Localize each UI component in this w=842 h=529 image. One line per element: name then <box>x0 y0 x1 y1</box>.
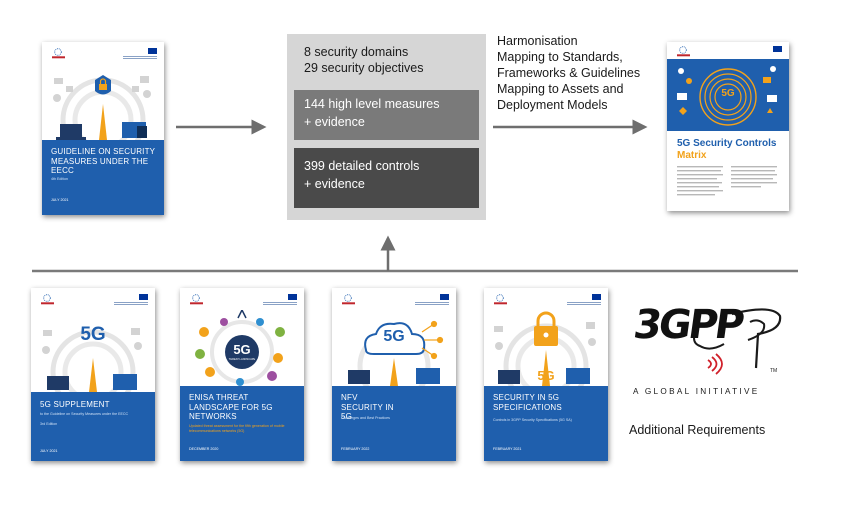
cover-5g-specifications[interactable]: 5G SECURITY IN 5G SPECIFICATIONS Control… <box>484 288 608 461</box>
cover-guideline[interactable]: GUIDELINE ON SECURITY MEASURES UNDER THE… <box>42 42 164 215</box>
enisa-logo-icon <box>494 294 507 305</box>
cover-title: 5G SUPPLEMENT <box>40 400 110 409</box>
enisa-logo-icon <box>190 294 203 305</box>
mapping-assets-text: Mapping to Assets and <box>497 82 624 96</box>
supplement-5g-badge: 5G <box>80 324 106 345</box>
eu-flag-icon <box>148 48 157 54</box>
matrix-title-highlight: Matrix <box>677 149 707 161</box>
cover-edition: 4th Edition <box>51 177 68 181</box>
cover-subtitle: Controls in 3GPP Security Specifications… <box>493 418 572 422</box>
cover-date: DECEMBER 2020 <box>189 447 219 451</box>
3gpp-tagline: A GLOBAL INITIATIVE <box>633 387 760 396</box>
harmonisation-text: Harmonisation <box>497 34 578 48</box>
detailed-controls-band: 399 detailed controls + evidence <box>294 148 479 208</box>
security-illustration <box>53 75 151 140</box>
header-text-lines <box>123 56 157 57</box>
security-measures-box: 8 security domains 29 security objective… <box>287 34 486 220</box>
enisa-logo-icon <box>52 48 65 59</box>
security-objectives-text: 29 security objectives <box>304 61 424 75</box>
high-level-measures-text: 144 high level measures <box>304 97 440 111</box>
nfv-illustration <box>348 320 444 386</box>
3gpp-logo-mark <box>693 308 782 375</box>
header-text-lines <box>415 302 449 303</box>
detailed-controls-evidence: + evidence <box>304 177 365 191</box>
additional-requirements-text: Additional Requirements <box>629 423 766 437</box>
cover-threat-landscape[interactable]: 5G THREAT LANDSCAPE ENISA THREAT LANDSCA… <box>180 288 304 461</box>
specifications-5g-badge: 5G <box>537 368 555 383</box>
cover-controls-matrix[interactable]: 5G 5G Security Controls Matrix <box>667 42 789 211</box>
header-text-lines <box>567 302 601 303</box>
enisa-logo-icon <box>41 294 54 305</box>
header-text-lines <box>263 302 297 303</box>
cover-edition: 3rd Edition <box>40 422 58 426</box>
eu-flag-icon <box>592 294 601 300</box>
supplement-illustration <box>42 328 142 392</box>
cover-date: JULY 2021 <box>51 198 69 202</box>
specifications-illustration <box>494 311 596 386</box>
cover-title: SECURITY IN 5G SPECIFICATIONS <box>493 393 562 412</box>
cover-date: JULY 2021 <box>40 449 58 453</box>
mapping-standards-text: Mapping to Standards, <box>497 50 623 64</box>
cover-title: ENISA THREAT LANDSCAPE FOR 5G NETWORKS <box>189 393 273 421</box>
high-level-measures-band: 144 high level measures + evidence <box>294 90 479 140</box>
matrix-illustration <box>667 59 789 131</box>
security-domains-text: 8 security domains <box>304 45 409 59</box>
cover-date: FEBRUARY 2022 <box>341 447 370 451</box>
eu-flag-icon <box>288 294 297 300</box>
cover-title: NFV SECURITY IN 5G <box>341 393 394 421</box>
3gpp-logo-text: 3GPP <box>630 302 745 348</box>
deployment-models-text: Deployment Models <box>497 98 608 112</box>
matrix-cover-title: 5G Security Controls Matrix <box>677 138 777 161</box>
enisa-logo-icon <box>342 294 355 305</box>
eu-flag-icon <box>773 46 782 52</box>
3gpp-logo: 3GPP TM <box>630 298 792 382</box>
eu-flag-icon <box>440 294 449 300</box>
header-text-lines <box>114 302 148 303</box>
cover-5g-supplement[interactable]: 5G 5G SUPPLEMENT to the Guideline on Sec… <box>31 288 155 461</box>
cover-nfv-security[interactable]: 5G NFV SECURITY IN 5G Challenges and Bes… <box>332 288 456 461</box>
detailed-controls-text: 399 detailed controls <box>304 159 420 173</box>
frameworks-guidelines-text: Frameworks & Guidelines <box>497 66 641 80</box>
cover-subtitle: to the Guideline on Security Measures un… <box>40 412 129 416</box>
eu-flag-icon <box>139 294 148 300</box>
3gpp-trademark: TM <box>770 368 778 374</box>
matrix-body-text-lines <box>677 166 777 196</box>
enisa-logo-icon <box>677 46 690 57</box>
threat-5g-badge: 5G <box>233 342 251 357</box>
cover-subtitle: Challenges and Best Practices <box>341 416 390 420</box>
threat-landscape-illustration <box>195 310 285 386</box>
cover-title: GUIDELINE ON SECURITY MEASURES UNDER THE… <box>51 147 156 175</box>
cover-date: FEBRUARY 2021 <box>493 447 522 451</box>
nfv-5g-badge: 5G <box>383 328 405 345</box>
high-level-measures-evidence: + evidence <box>304 115 365 129</box>
cover-subtitle: Updated threat assessment for the fifth … <box>189 424 285 433</box>
matrix-title-main: 5G Security Controls <box>677 138 777 149</box>
matrix-5g-badge: 5G <box>721 88 735 99</box>
threat-badge-subtitle: THREAT LANDSCAPE <box>228 358 256 361</box>
